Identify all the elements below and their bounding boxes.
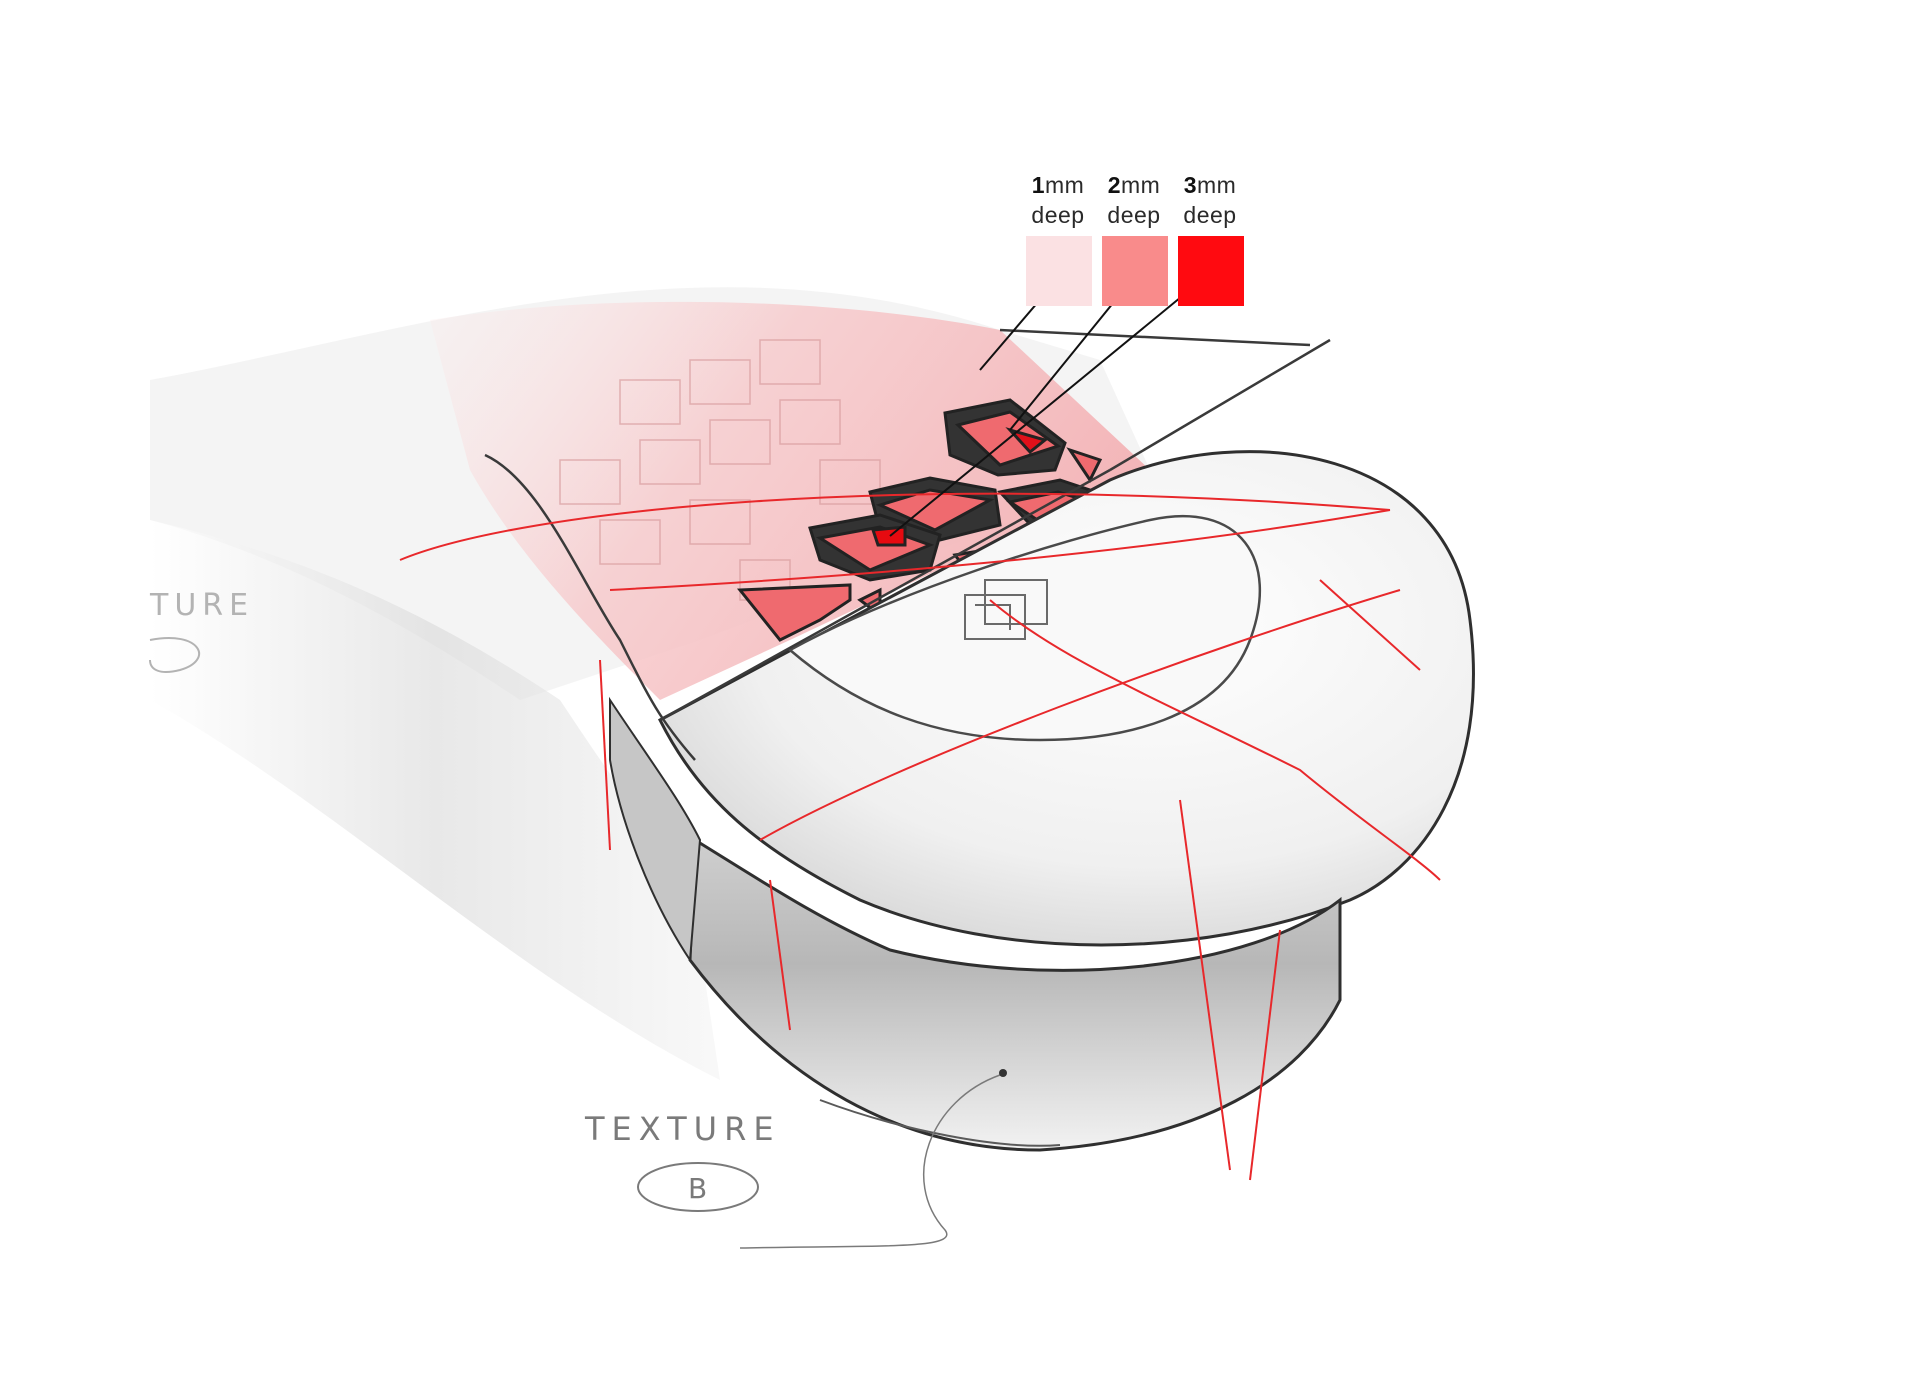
depth-legend: 1mm deep 2mm deep 3mm deep xyxy=(1020,170,1250,310)
construction-lines xyxy=(399,492,1441,1181)
legend-item-3mm: 3mm deep xyxy=(1183,172,1237,228)
texture-faded-text: TURE xyxy=(149,588,254,623)
faded-pattern xyxy=(559,339,881,601)
heel-base xyxy=(609,696,1342,1152)
swatch-3mm xyxy=(1178,236,1244,306)
swatch-2mm xyxy=(1102,236,1168,306)
logo-mark xyxy=(964,579,1048,640)
texture-label-text: TEXTURE xyxy=(584,1110,781,1148)
texture-label-letter: B xyxy=(688,1172,707,1205)
texture-label-faded: TURE xyxy=(149,588,254,673)
outline-strokes xyxy=(484,328,1331,761)
swatch-1mm xyxy=(1026,236,1092,306)
legend-item-2mm: 2mm deep xyxy=(1107,172,1161,228)
heel-cup xyxy=(658,450,1475,947)
legend-item-1mm: 1mm deep xyxy=(1031,172,1085,228)
texture-label: TEXTURE B xyxy=(584,1069,1007,1249)
